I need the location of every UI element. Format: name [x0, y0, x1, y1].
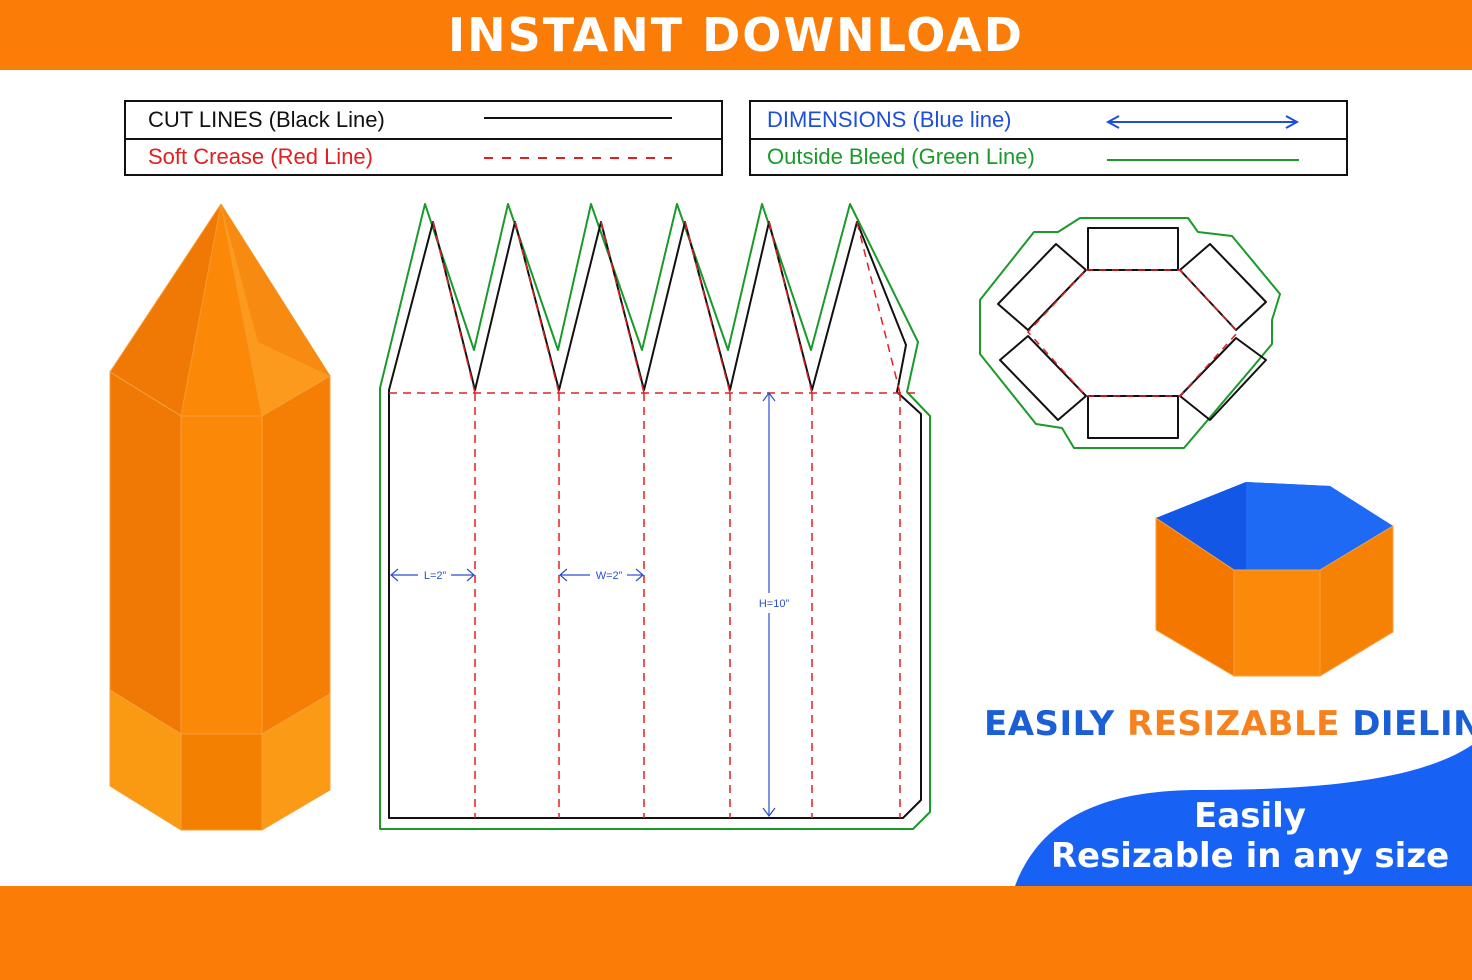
dimension-length — [390, 568, 475, 582]
legend-left: CUT LINES (Black Line) Soft Crease (Red … — [124, 100, 723, 176]
hexagon-bleed — [979, 217, 1281, 449]
top-banner: INSTANT DOWNLOAD — [0, 0, 1472, 70]
hexagon-cut — [997, 227, 1267, 439]
headline-word-easily: EASILY — [984, 704, 1115, 744]
bottom-banner — [0, 886, 1472, 980]
legend-row-bleed: Outside Bleed (Green Line) — [751, 138, 1346, 174]
promo-line-1: Easily — [1194, 796, 1306, 836]
legend-samples-left — [484, 117, 672, 159]
dimension-arrow-right — [1285, 115, 1300, 129]
hexagon-crease — [1027, 269, 1239, 397]
pencil-box-3d — [109, 203, 331, 831]
dimension-height — [762, 392, 776, 817]
promo-swoosh — [1015, 745, 1472, 886]
promo-text: Easily Resizable in any size — [1040, 796, 1460, 876]
height-label: H=10” — [759, 598, 790, 610]
main-dieline — [379, 203, 931, 830]
crease-diagonals — [432, 221, 901, 394]
dimension-width — [559, 568, 644, 582]
legend-row-dimensions: DIMENSIONS (Blue line) — [751, 102, 1346, 138]
base-right-face — [261, 693, 331, 831]
hexagon-dieline — [979, 217, 1281, 449]
body-right-face — [261, 375, 331, 735]
body-left-face — [109, 371, 182, 735]
width-label: W=2” — [596, 570, 623, 582]
legend-samples-right — [1105, 115, 1300, 161]
legend-dimensions-label: DIMENSIONS (Blue line) — [767, 107, 1012, 132]
crease-verticals — [474, 393, 901, 818]
body-front-face — [180, 415, 263, 735]
legend-right: DIMENSIONS (Blue line) Outside Bleed (Gr… — [749, 100, 1348, 176]
promo-line-2: Resizable in any size — [1050, 836, 1450, 876]
banner-title: INSTANT DOWNLOAD — [448, 8, 1024, 62]
cut-outline — [388, 221, 922, 819]
tray-front-wall — [1233, 569, 1321, 677]
hex-tray-3d — [1155, 482, 1394, 677]
tip-right-highlight — [221, 204, 330, 376]
tray-inner-back — [1156, 482, 1246, 570]
dimension-arrow-left — [1105, 115, 1120, 129]
legend-crease-label: Soft Crease (Red Line) — [148, 144, 373, 169]
tray-right-wall — [1319, 525, 1394, 677]
length-label: L=2” — [424, 570, 447, 582]
legend-row-crease: Soft Crease (Red Line) — [126, 138, 721, 174]
legend-cut-label: CUT LINES (Black Line) — [148, 107, 385, 132]
legend-row-cut: CUT LINES (Black Line) — [126, 102, 721, 138]
bleed-outline — [379, 203, 931, 830]
headline-word-resizable: RESIZABLE — [1127, 704, 1340, 744]
legend-bleed-label: Outside Bleed (Green Line) — [767, 144, 1035, 169]
base-front-face — [180, 733, 263, 831]
